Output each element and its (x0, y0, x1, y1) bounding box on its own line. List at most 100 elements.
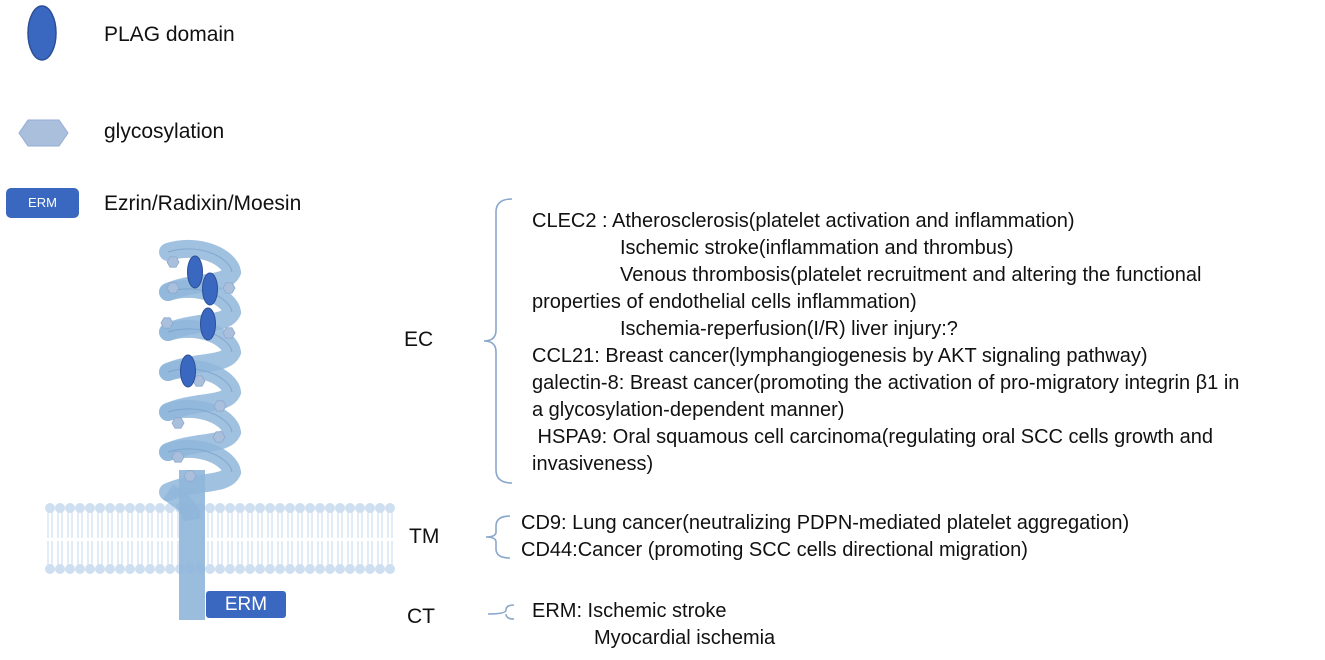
legend-erm-badge-text: ERM (28, 195, 57, 210)
lipid-head (385, 503, 395, 513)
ec-line-3: Venous thrombosis(platelet recruitment a… (620, 264, 1202, 286)
lipid-head (365, 503, 375, 513)
lipid-head (235, 503, 245, 513)
lipid-head (305, 564, 315, 574)
plag-domain-ellipse (180, 354, 196, 388)
lipid-head (105, 503, 115, 513)
lipid-head (325, 564, 335, 574)
helix-exit (163, 484, 201, 522)
lipid-head (135, 503, 145, 513)
region-label-ct: CT (407, 605, 435, 628)
helix-edge (167, 248, 233, 273)
hexagon-icon (18, 119, 69, 147)
lipid-head (285, 503, 295, 513)
erm-legend-badge-shape (6, 188, 79, 218)
legend-plag-label: PLAG domain (104, 23, 235, 46)
lipid-head (215, 503, 225, 513)
lipid-head (145, 564, 155, 574)
lipid-head (255, 564, 265, 574)
lipid-head (275, 503, 285, 513)
glycosylation-hexagon (222, 282, 236, 294)
tm-line-1: CD9: Lung cancer(neutralizing PDPN-media… (521, 512, 1130, 534)
lipid-head (85, 503, 95, 513)
plag-domain-ellipse (187, 255, 203, 289)
erm-protein-box-shape (206, 591, 286, 618)
glycosylation-hexagon (166, 282, 180, 294)
helix-edge (167, 368, 233, 393)
lipid-head (255, 503, 265, 513)
region-label-ec: EC (404, 328, 434, 351)
lipid-head (95, 564, 105, 574)
glycosylation-hexagon (222, 327, 236, 339)
lipid-head (105, 564, 115, 574)
lipid-head (45, 503, 55, 513)
lipid-head (355, 503, 365, 513)
lipid-head (295, 503, 305, 513)
lipid-bilayer-membrane (45, 503, 395, 574)
glycosylation-hexagon (166, 256, 180, 268)
helix-edge (167, 448, 233, 473)
lipid-head (215, 564, 225, 574)
lipid-head (335, 564, 345, 574)
lipid-head (135, 564, 145, 574)
erm-protein-box-text: ERM (224, 594, 268, 615)
region-label-tm: TM (409, 525, 440, 548)
lipid-head (65, 564, 75, 574)
ec-line-9: HSPA9: Oral squamous cell carcinoma(regu… (532, 426, 1214, 448)
lipid-head (205, 564, 215, 574)
lipid-head (245, 564, 255, 574)
ct-line-1: ERM: Ischemic stroke (532, 600, 727, 622)
ec-line-6: CCL21: Breast cancer(lymphangiogenesis b… (532, 345, 1148, 367)
lipid-head (75, 503, 85, 513)
plag-domain-ellipse (202, 272, 218, 306)
ct-bracket (487, 604, 515, 620)
lipid-head (165, 564, 175, 574)
lipid-head (345, 564, 355, 574)
legend-erm-label: Ezrin/Radixin/Moesin (104, 192, 302, 215)
lipid-head (245, 503, 255, 513)
lipid-head (375, 564, 385, 574)
lipid-head (115, 564, 125, 574)
lipid-head (205, 503, 215, 513)
lipid-head (155, 503, 165, 513)
lipid-head (225, 503, 235, 513)
ec-line-1: CLEC2 : Atherosclerosis(platelet activat… (532, 210, 1075, 232)
glycosylation-hexagon (212, 431, 226, 443)
lipid-head (85, 564, 95, 574)
ec-bracket (483, 198, 513, 484)
lipid-head (385, 564, 395, 574)
glycosylation-hexagon (183, 470, 197, 482)
lipid-head (225, 564, 235, 574)
lipid-head (335, 503, 345, 513)
lipid-head (365, 564, 375, 574)
lipid-head (125, 564, 135, 574)
lipid-head (125, 503, 135, 513)
lipid-head (315, 564, 325, 574)
lipid-head (375, 503, 385, 513)
lipid-head (305, 503, 315, 513)
tm-line-2: CD44:Cancer (promoting SCC cells directi… (521, 539, 1028, 561)
lipid-head (115, 503, 125, 513)
lipid-head (75, 564, 85, 574)
lipid-head (155, 564, 165, 574)
glycosylation-hexagon (171, 417, 185, 429)
ec-line-4: properties of endothelial cells inflamma… (532, 291, 917, 313)
lipid-head (275, 564, 285, 574)
lipid-head (235, 564, 245, 574)
lipid-head (145, 503, 155, 513)
lipid-head (315, 503, 325, 513)
helix-edge (167, 408, 233, 433)
ec-line-10: invasiveness) (532, 453, 654, 475)
plag-ellipse-icon (27, 5, 57, 61)
plag-domain-ellipse (200, 307, 216, 341)
glycosylation-hexagon (213, 400, 227, 412)
lipid-head (355, 564, 365, 574)
legend-glycosylation-label: glycosylation (104, 120, 225, 143)
lipid-head (55, 564, 65, 574)
lipid-head (55, 503, 65, 513)
lipid-head (295, 564, 305, 574)
lipid-head (285, 564, 295, 574)
glycosylation-hexagon (171, 451, 185, 463)
